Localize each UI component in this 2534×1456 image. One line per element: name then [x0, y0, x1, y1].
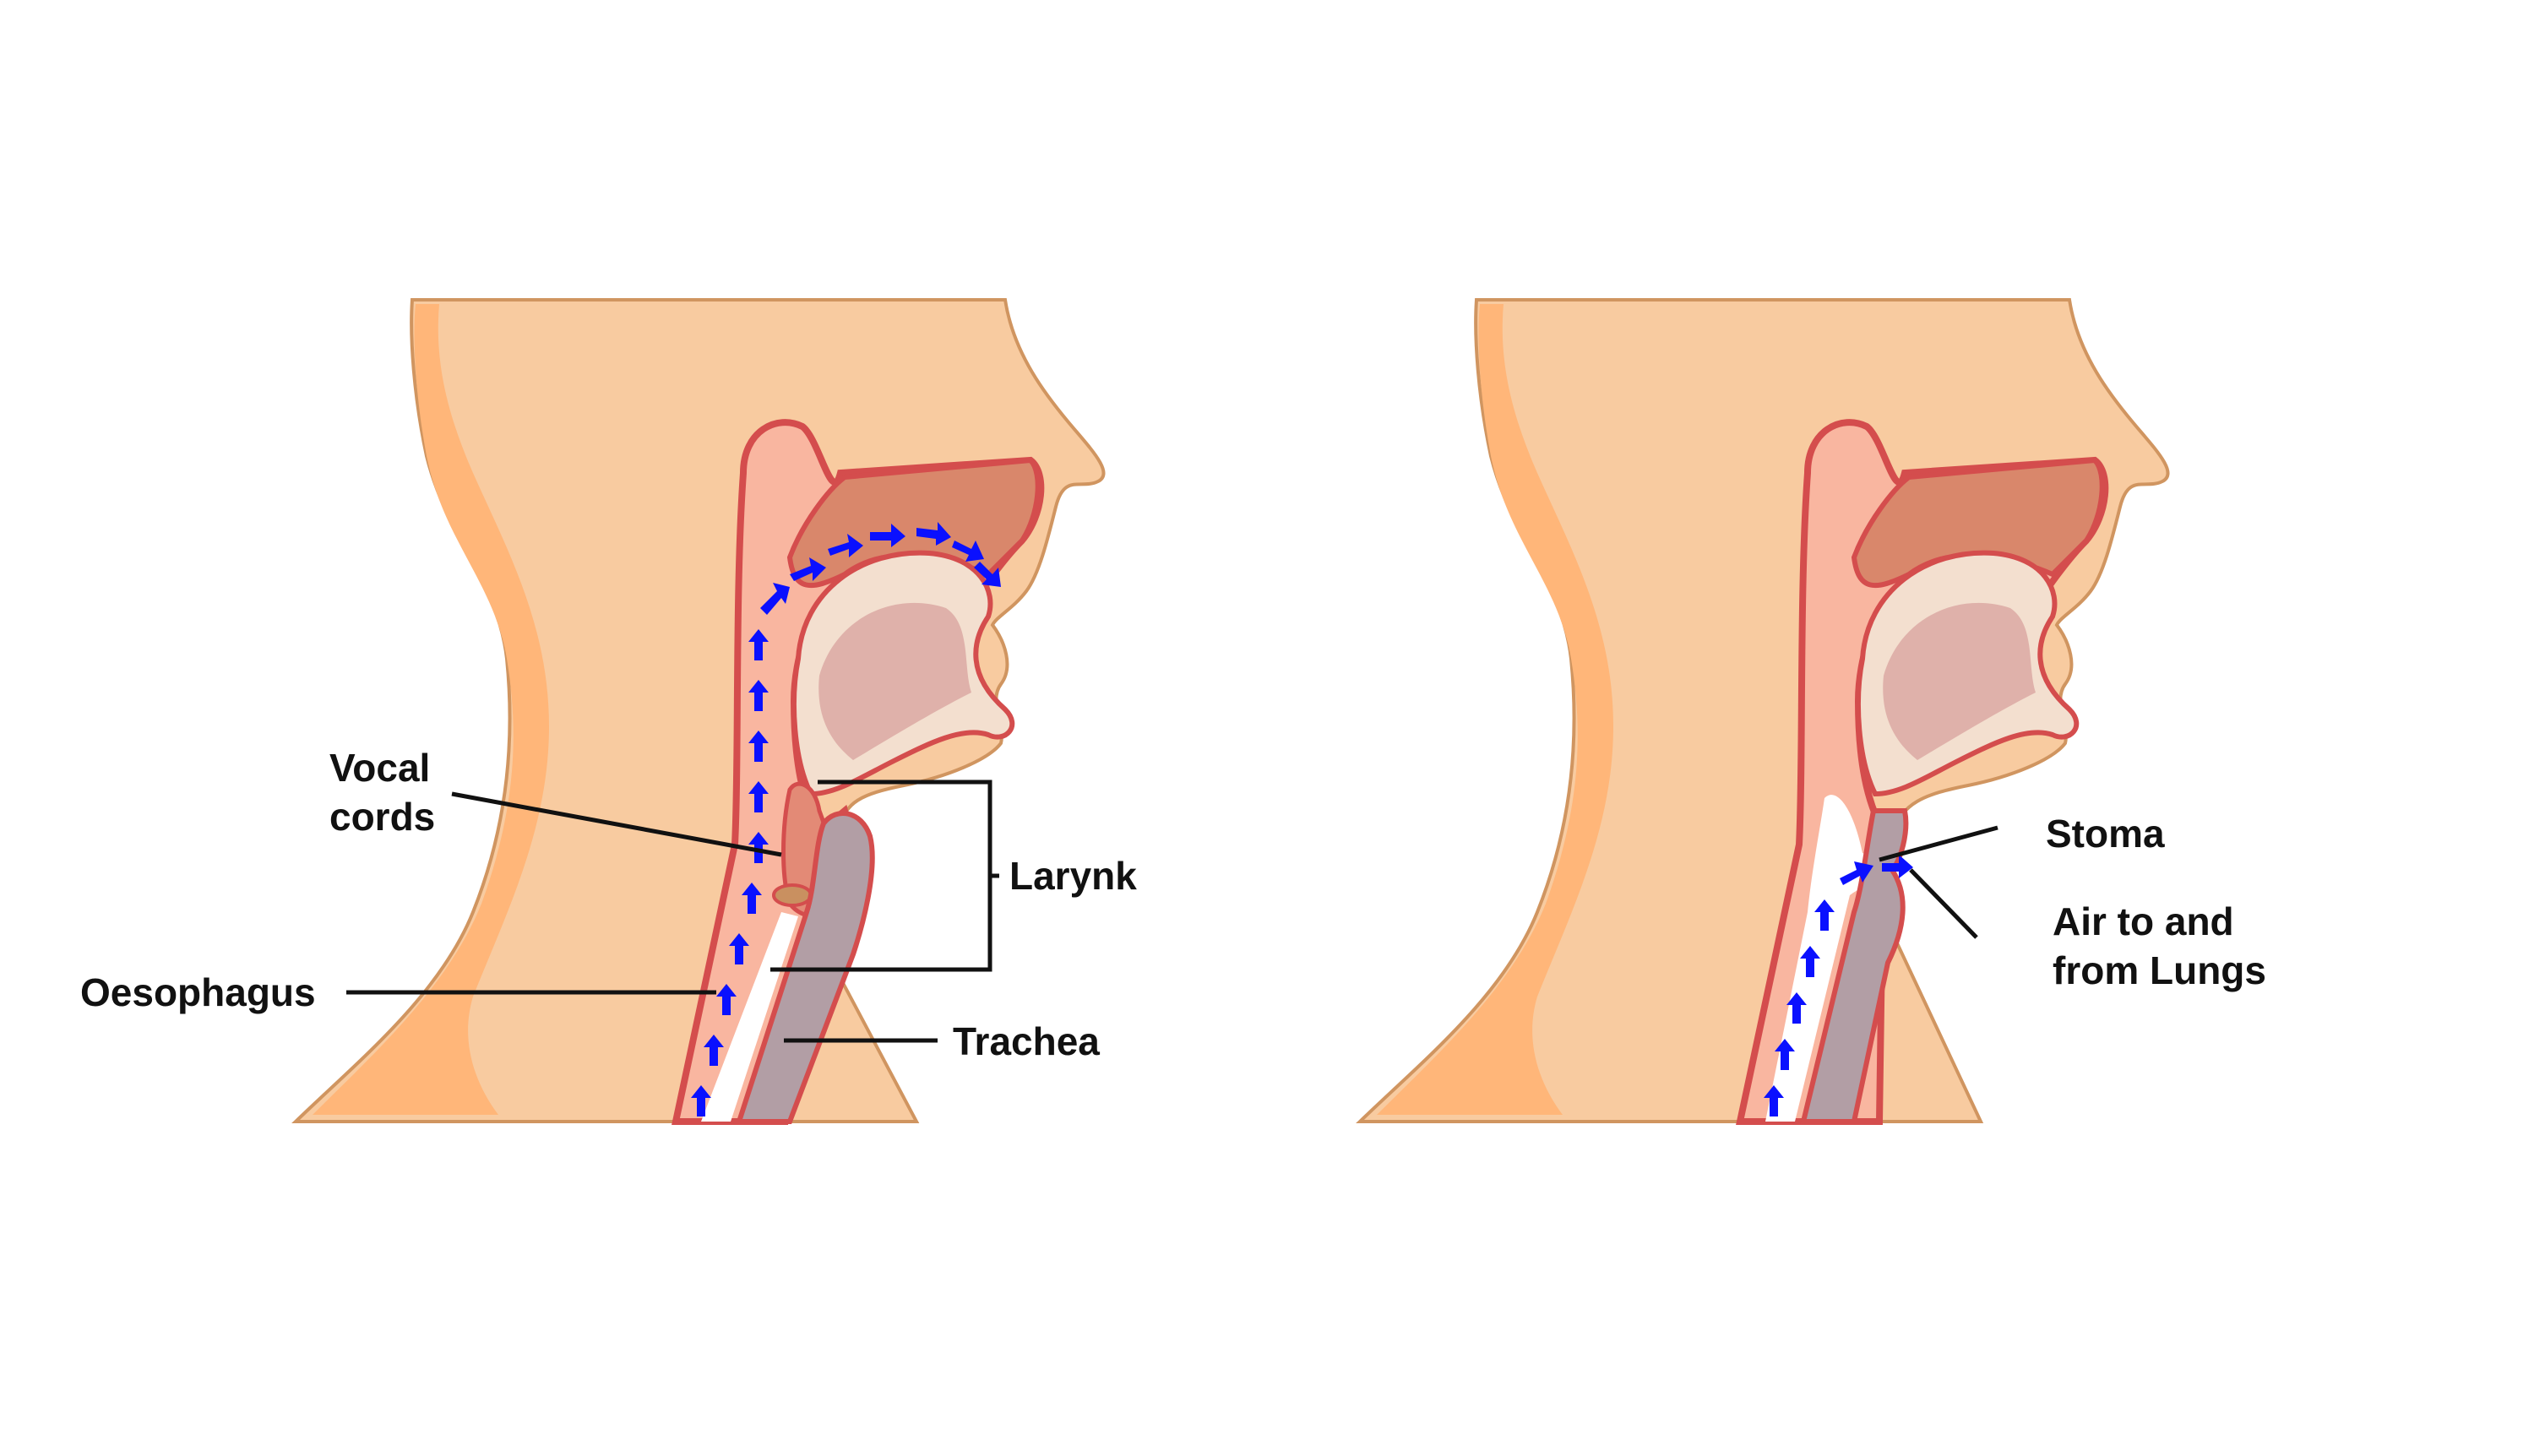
air-to-from-lungs-label: Air to and from Lungs	[2053, 899, 2266, 992]
stoma-label: Stoma	[2046, 812, 2165, 856]
oesophagus-lumen	[701, 912, 798, 1122]
normal-anatomy-illustration	[291, 298, 1106, 1125]
leader-lines	[346, 780, 999, 1043]
laryngectomy-panel: Stoma Air to and from Lungs	[1267, 0, 2534, 1456]
neck-shadow	[313, 304, 549, 1115]
normal-anatomy-panel: Vocal cords Larynk Oesophagus Trachea	[80, 298, 1137, 1125]
leader-lines	[1879, 825, 1998, 939]
airflow-arrows	[691, 522, 1001, 1116]
neck-shadow	[1377, 304, 1613, 1115]
laryngectomy-illustration	[1356, 298, 2170, 1125]
airflow-arrows	[1764, 855, 1913, 1116]
tongue-inner	[1883, 602, 2036, 760]
cricoid-ring	[772, 883, 813, 907]
larynx-label: Larynk	[1009, 854, 1137, 898]
palate	[1851, 457, 2105, 588]
oesophagus-label: Oesophagus	[80, 970, 316, 1014]
vocal-cords-label: Vocal cords	[329, 746, 436, 839]
tongue-inner	[818, 602, 971, 760]
trachea-label: Trachea	[953, 1019, 1100, 1063]
